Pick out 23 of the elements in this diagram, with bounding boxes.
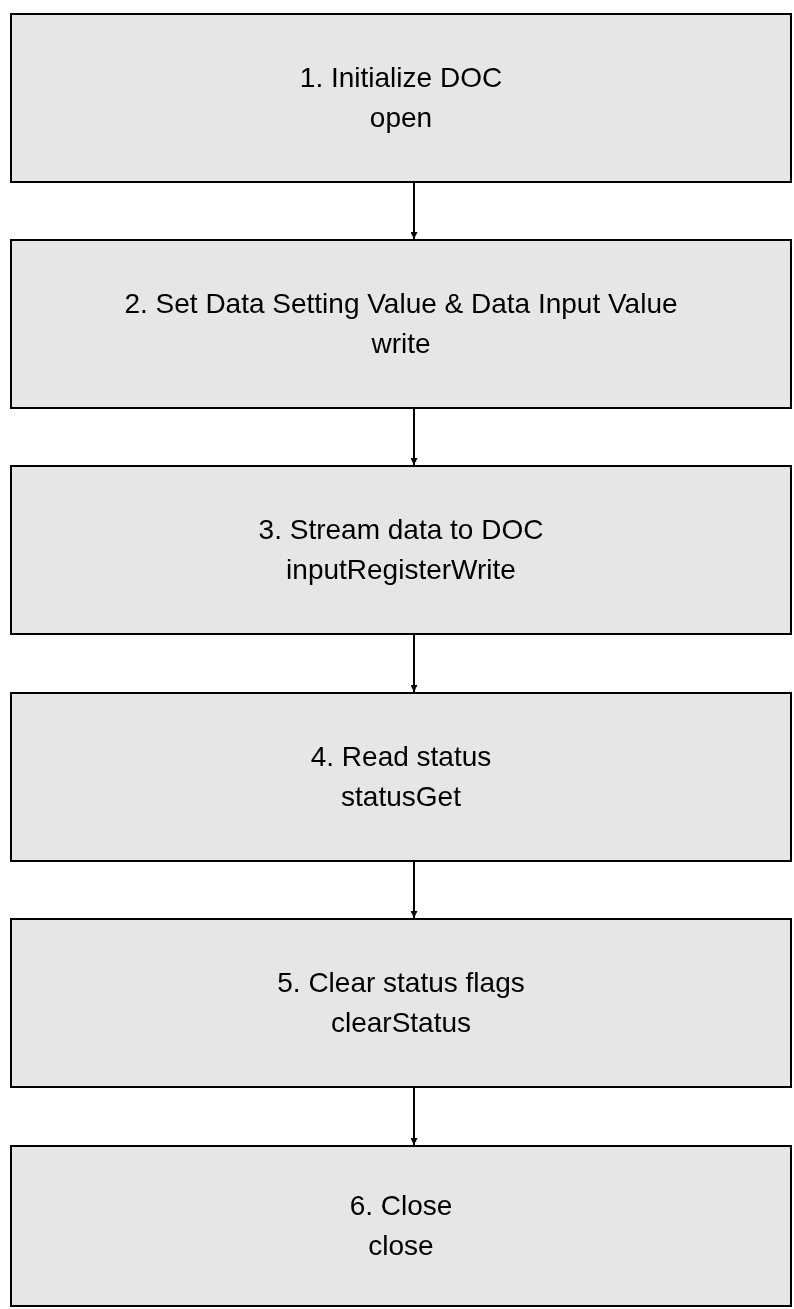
step-title: 4. Read status: [310, 740, 492, 774]
process-box: [10, 918, 792, 1088]
function-name: write: [371, 327, 431, 361]
function-name: clearStatus: [330, 1006, 472, 1040]
function-name: inputRegisterWrite: [286, 553, 516, 587]
step-title: 2. Set Data Setting Value & Data Input Value: [124, 287, 678, 321]
arrow: [410, 408, 418, 466]
arrow: [410, 182, 418, 240]
arrow: [410, 861, 418, 919]
process-box: [10, 239, 792, 409]
process-box: [10, 692, 792, 862]
arrow: [410, 634, 418, 693]
process-box: [10, 465, 792, 635]
function-name: open: [369, 101, 433, 135]
function-name: close: [368, 1229, 434, 1263]
step-title: 6. Close: [349, 1189, 453, 1223]
step-title: 1. Initialize DOC: [299, 61, 503, 95]
step-title: 3. Stream data to DOC: [258, 513, 544, 547]
function-name: statusGet: [341, 780, 461, 814]
arrow: [410, 1087, 418, 1146]
step-title: 5. Clear status flags: [277, 966, 525, 1000]
process-box: [10, 1145, 792, 1307]
process-box: [10, 13, 792, 183]
